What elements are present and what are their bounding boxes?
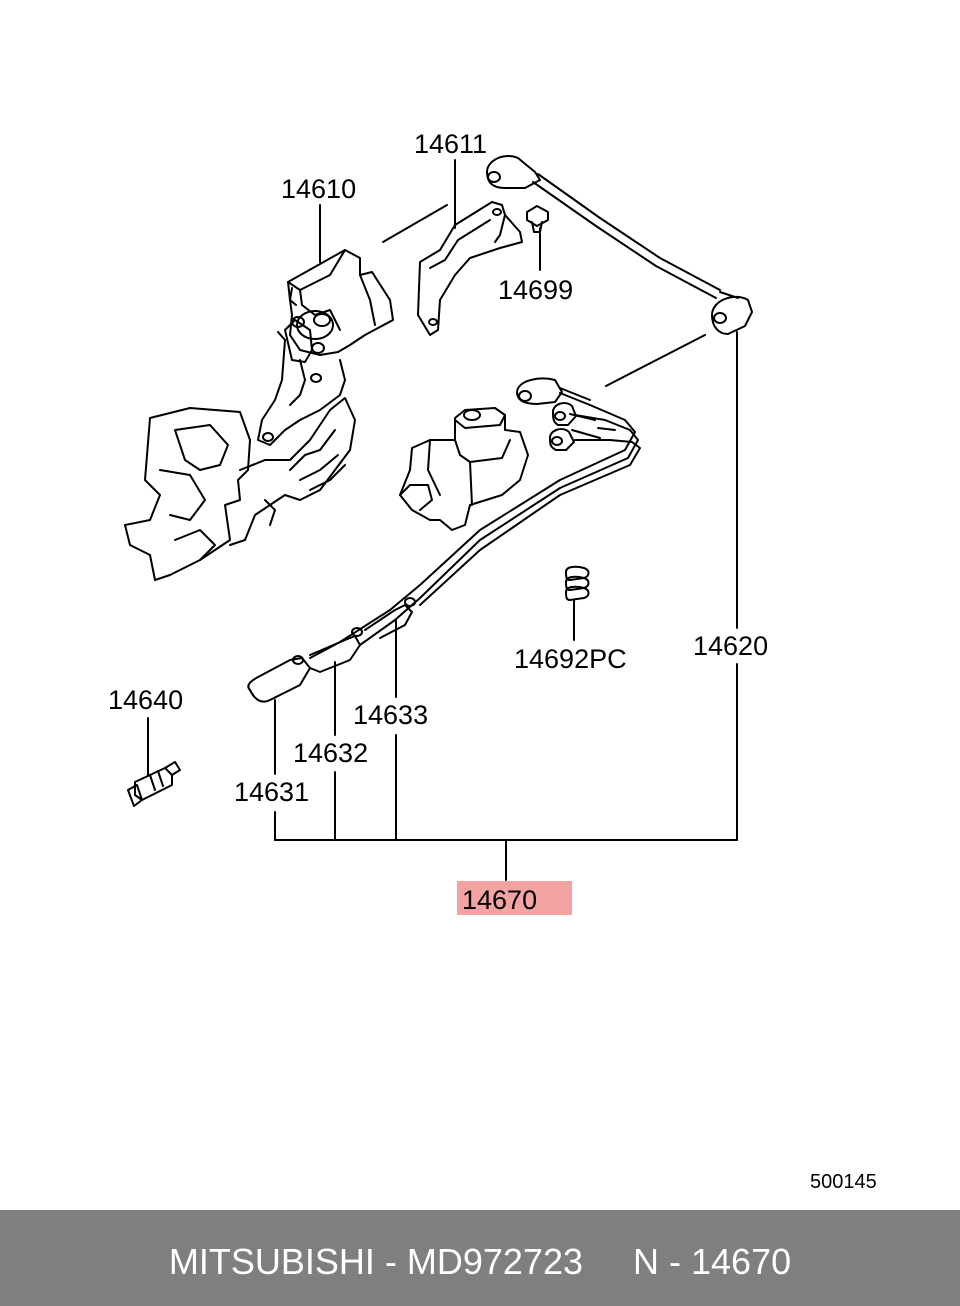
part-label-14633: 14633 bbox=[353, 700, 429, 730]
clip-drawing bbox=[565, 565, 590, 601]
footer-ref-number: 14670 bbox=[691, 1241, 792, 1282]
diagram-code: 500145 bbox=[810, 1171, 877, 1193]
parts-diagram bbox=[124, 154, 753, 881]
part-label-14670[interactable]: 14670 bbox=[462, 885, 538, 915]
part-label-14640: 14640 bbox=[108, 685, 184, 715]
part-label-14632: 14632 bbox=[293, 738, 369, 768]
plug-wire-set-drawing bbox=[247, 377, 641, 703]
distributor-drawing bbox=[399, 407, 529, 531]
part-label-14610: 14610 bbox=[281, 174, 357, 204]
engine-block-drawing bbox=[124, 397, 356, 581]
highlight-box bbox=[457, 881, 572, 915]
bolt-drawing bbox=[526, 205, 549, 233]
coil-bracket-drawing bbox=[417, 201, 523, 336]
footer-part-number: MD972723 bbox=[406, 1241, 583, 1282]
sensor-drawing bbox=[127, 761, 181, 807]
footer-gap bbox=[583, 1241, 633, 1282]
coil-wire-drawing bbox=[486, 154, 753, 335]
footer-brand: MITSUBISHI bbox=[168, 1241, 375, 1282]
ignition-coil-drawing bbox=[257, 249, 394, 446]
footer-sep: - bbox=[374, 1241, 407, 1282]
footer-ref-prefix: N - bbox=[633, 1241, 692, 1282]
footer-text: MITSUBISHI - MD972723 N - 14670 bbox=[0, 1244, 960, 1280]
dash-line-coil bbox=[382, 204, 448, 243]
part-label-14620: 14620 bbox=[693, 631, 769, 661]
part-label-14692pc: 14692PC bbox=[514, 644, 627, 674]
part-label-14631: 14631 bbox=[234, 777, 310, 807]
part-label-14611: 14611 bbox=[414, 129, 488, 159]
dash-line-wire bbox=[605, 334, 706, 387]
footer-bar: MITSUBISHI - MD972723 N - 14670 bbox=[0, 1210, 960, 1306]
part-label-14699: 14699 bbox=[498, 275, 574, 305]
